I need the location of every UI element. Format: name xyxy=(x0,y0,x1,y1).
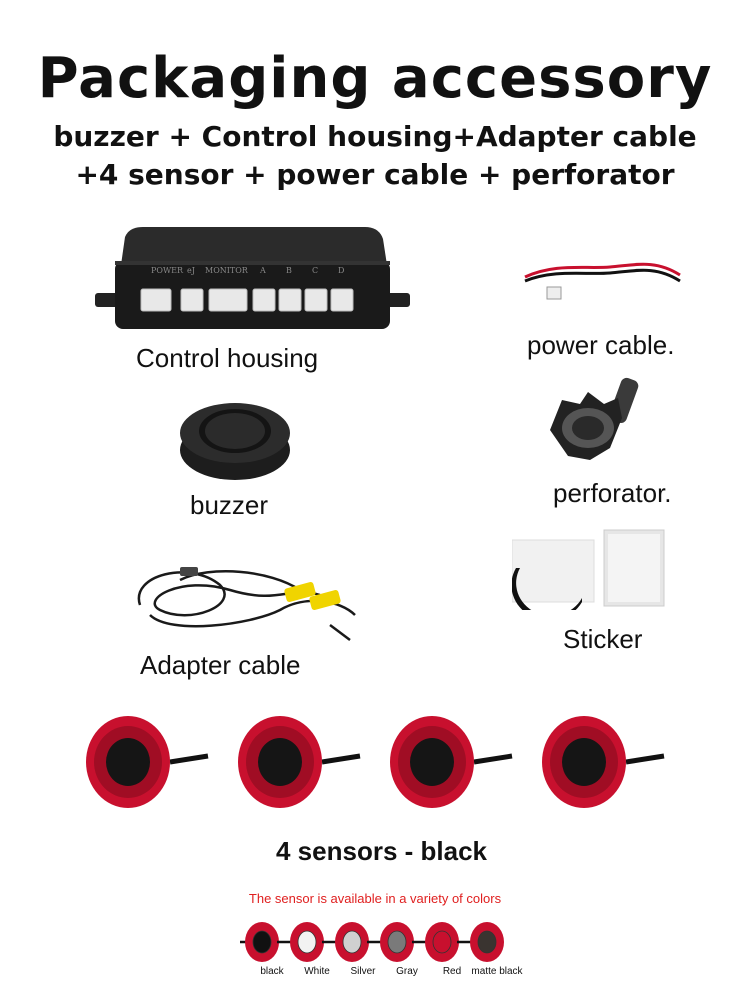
port-label: POWER xyxy=(151,266,184,275)
perforator-label: perforator. xyxy=(553,478,672,508)
color-variant-sensor xyxy=(322,922,369,962)
sensor xyxy=(542,716,665,808)
control-housing-label: Control housing xyxy=(136,343,319,373)
color-name-red: Red xyxy=(442,966,462,977)
sensor xyxy=(390,716,513,808)
buzzer-label: buzzer xyxy=(190,490,269,520)
buzzer-image xyxy=(180,403,290,480)
subtitle-line-1: buzzer + Control housing+Adapter cable xyxy=(53,120,697,153)
color-names-row: black White Silver Gray Red matte black xyxy=(0,966,750,980)
port-label: C xyxy=(312,266,318,275)
color-variant-sensor xyxy=(367,922,414,962)
color-name-silver: Silver xyxy=(350,966,376,977)
perforator-image xyxy=(550,377,639,460)
color-variant-sensor xyxy=(457,922,504,962)
sticker-label: Sticker xyxy=(563,624,643,654)
control-housing-image: POWER eJ MONITOR A B C D xyxy=(95,227,410,329)
port-label: eJ xyxy=(187,266,195,275)
color-name-white: White xyxy=(304,966,330,977)
color-variant-sensor xyxy=(277,922,324,962)
sensors-label: 4 sensors - black xyxy=(276,836,487,866)
color-name-matte-black: matte black xyxy=(471,966,523,977)
sensor xyxy=(238,716,361,808)
color-variants-note: The sensor is available in a variety of … xyxy=(248,891,502,906)
color-variant-sensor xyxy=(412,922,459,962)
color-variant-sensors xyxy=(240,922,504,962)
port-label: D xyxy=(338,266,344,275)
color-name-gray: Gray xyxy=(396,966,418,977)
subtitle-line-2: +4 sensor + power cable + perforator xyxy=(75,158,675,191)
sensor xyxy=(86,716,209,808)
sensors-image xyxy=(86,716,665,808)
power-cable-label: power cable. xyxy=(527,330,675,360)
port-label: MONITOR xyxy=(205,266,249,275)
color-name-black: black xyxy=(260,966,284,977)
sticker-image xyxy=(512,529,665,610)
adapter-cable-label: Adapter cable xyxy=(140,650,301,680)
power-cable-image xyxy=(524,262,681,300)
adapter-cable-image xyxy=(137,567,356,641)
port-label: A xyxy=(259,266,266,275)
color-variant-sensor xyxy=(240,922,279,962)
port-label: B xyxy=(286,266,292,275)
page-title: Packaging accessory xyxy=(37,46,713,111)
